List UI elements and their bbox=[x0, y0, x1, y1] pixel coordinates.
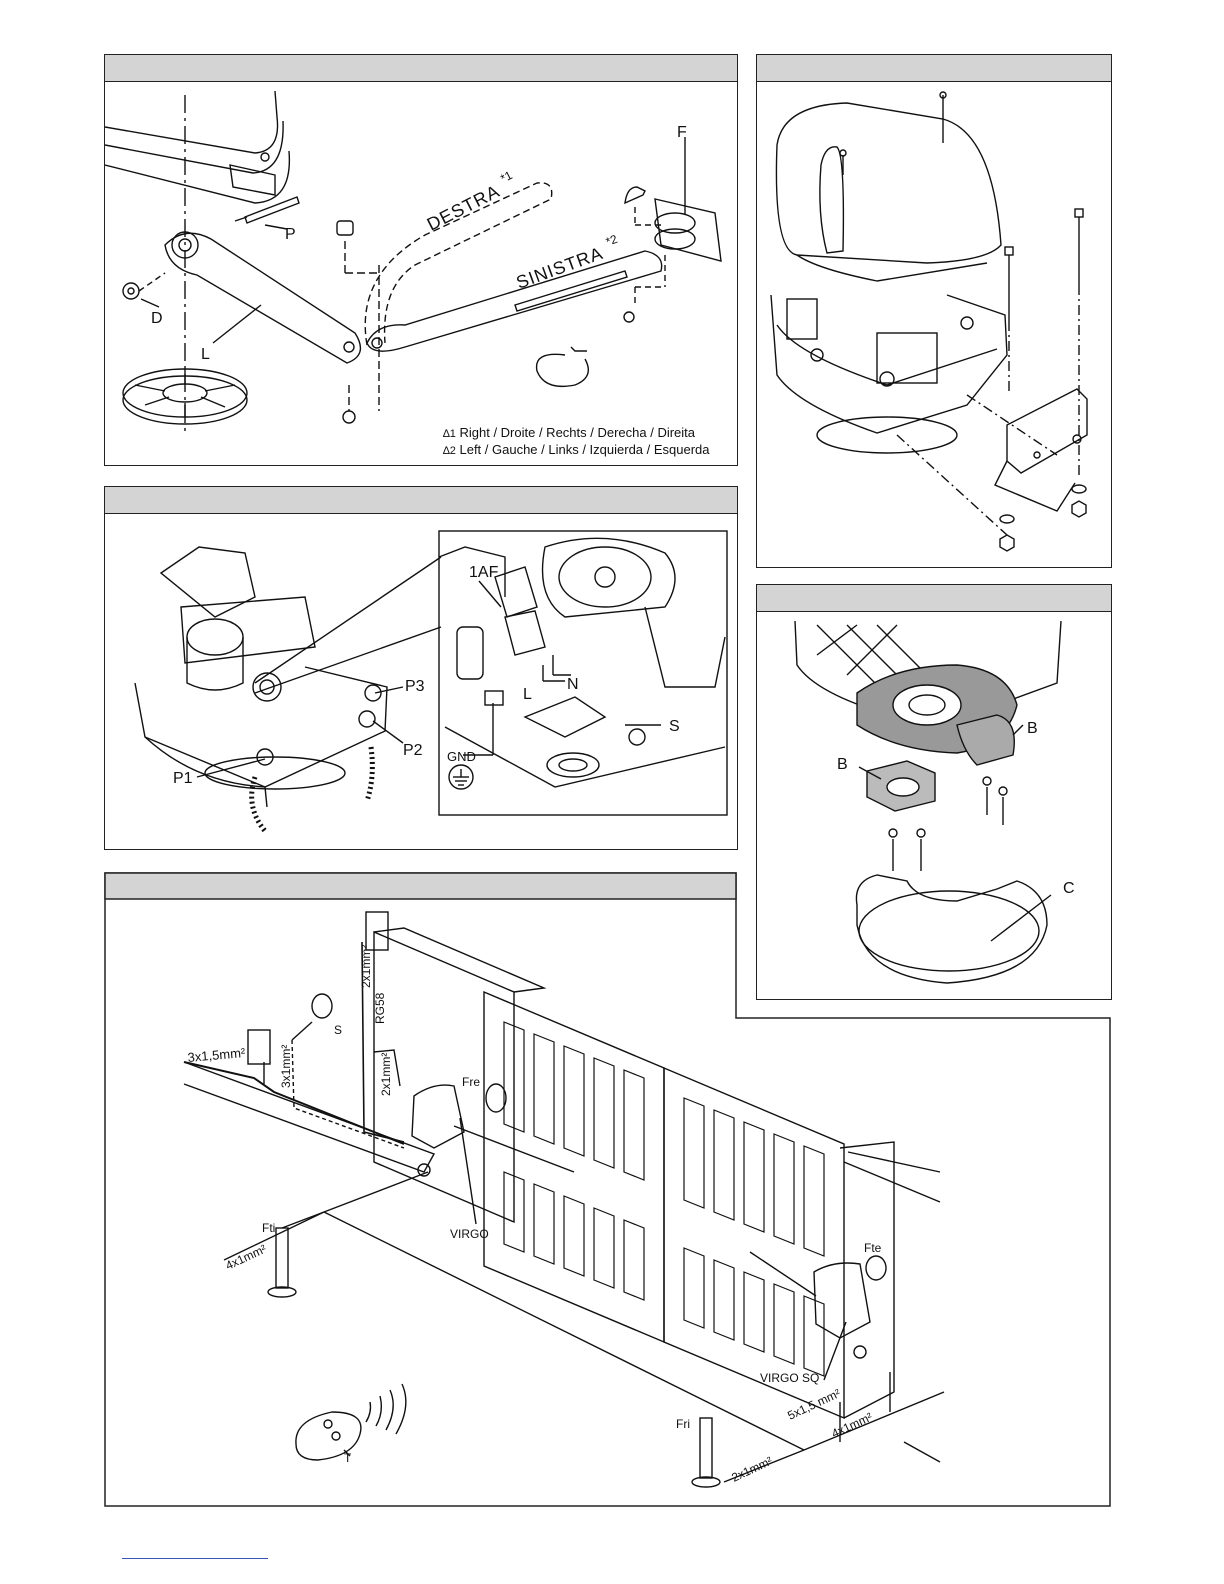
label-1af: 1AF bbox=[469, 564, 499, 581]
label-cable-2x1-top: 2x1mm² bbox=[359, 945, 373, 988]
label-destra-mark: *1 bbox=[498, 168, 515, 186]
label-b-right: B bbox=[1027, 720, 1038, 737]
footnote-2-text: Left / Gauche / Links / Izquierda / Esqu… bbox=[459, 442, 709, 457]
label-p: P bbox=[285, 226, 296, 243]
label-virgo: VIRGO bbox=[450, 1227, 489, 1241]
label-fte: Fte bbox=[864, 1241, 882, 1255]
label-d: D bbox=[151, 310, 163, 327]
cover-bracket-drawing bbox=[757, 55, 1111, 567]
label-cable-rg58: RG58 bbox=[373, 992, 387, 1024]
panel-wiring-detail: 1AF P3 P2 P1 N L S GND bbox=[104, 486, 738, 850]
panel-installation-overview: 3x1,5mm² 3x1mm² 2x1mm² RG58 2x1mm² S Fre… bbox=[104, 872, 1112, 1508]
label-selector-s: S bbox=[334, 1023, 342, 1037]
arm-assembly-drawing: F P D L DESTRA *1 SINISTRA *2 bbox=[105, 55, 737, 465]
label-n: N bbox=[567, 676, 579, 693]
label-b-left: B bbox=[837, 756, 848, 773]
footer-link-line bbox=[122, 1558, 268, 1559]
panel-cover-bracket bbox=[756, 54, 1112, 568]
footnote-2: ∆2 Left / Gauche / Links / Izquierda / E… bbox=[443, 442, 710, 459]
label-gnd: GND bbox=[447, 749, 476, 764]
label-fri: Fri bbox=[676, 1417, 690, 1431]
label-p2: P2 bbox=[403, 742, 423, 759]
label-cable-3x1: 3x1mm² bbox=[279, 1045, 293, 1088]
label-fti: Fti bbox=[262, 1221, 275, 1235]
label-l-terminal: L bbox=[523, 686, 532, 703]
label-virgo-sq: VIRGO SQ bbox=[760, 1371, 819, 1385]
panel-arm-assembly: F P D L DESTRA *1 SINISTRA *2 ∆1 Right /… bbox=[104, 54, 738, 466]
footnote-2-mark: ∆2 bbox=[443, 445, 456, 457]
label-destra: DESTRA bbox=[424, 181, 503, 235]
label-f: F bbox=[677, 124, 687, 141]
label-s-terminal: S bbox=[669, 718, 680, 735]
wiring-detail-drawing: 1AF P3 P2 P1 N L S GND bbox=[105, 487, 737, 849]
footnote-1-text: Right / Droite / Rechts / Derecha / Dire… bbox=[459, 425, 695, 440]
label-fre: Fre bbox=[462, 1075, 480, 1089]
label-transmitter-t: T bbox=[344, 1451, 352, 1465]
footnote-1-mark: ∆1 bbox=[443, 428, 456, 440]
label-l: L bbox=[201, 346, 210, 363]
label-cable-2x1-mid: 2x1mm² bbox=[379, 1053, 393, 1096]
footnote-1: ∆1 Right / Droite / Rechts / Derecha / D… bbox=[443, 425, 695, 442]
label-sinistra-mark: *2 bbox=[604, 232, 620, 249]
label-p3: P3 bbox=[405, 678, 425, 695]
label-p1: P1 bbox=[173, 770, 193, 787]
installation-drawing: 3x1,5mm² 3x1mm² 2x1mm² RG58 2x1mm² S Fre… bbox=[104, 872, 1112, 1508]
